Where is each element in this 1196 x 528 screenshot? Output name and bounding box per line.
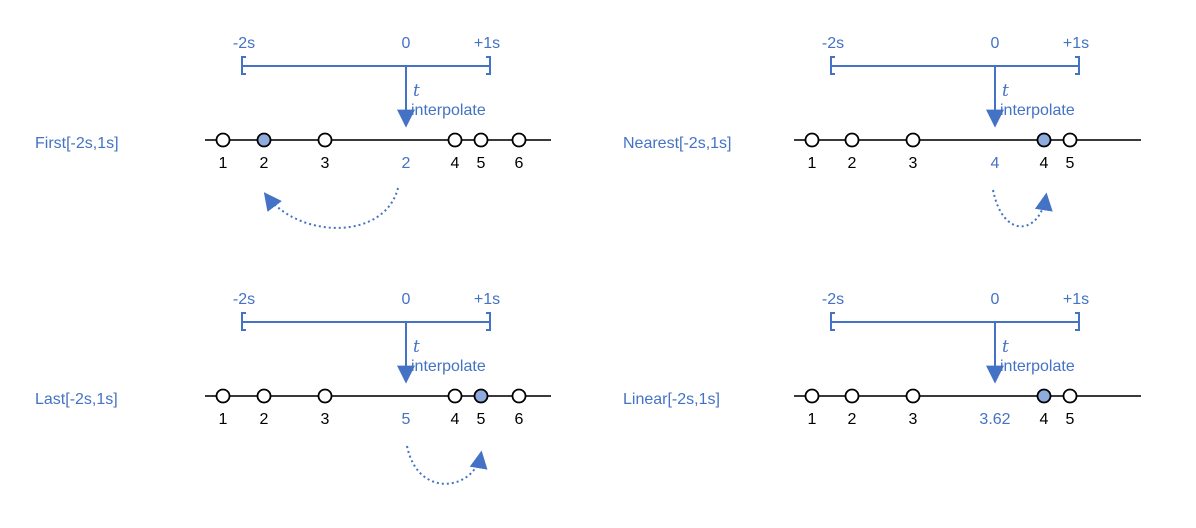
sample-label: 6 [515,411,524,428]
sample-label: 3 [321,155,330,172]
result-value: 2 [402,155,411,172]
selection-arc [406,445,488,485]
sample-label: 2 [260,411,269,428]
method-label: Nearest[-2s,1s] [623,135,731,152]
method-label: First[-2s,1s] [35,135,119,152]
selection-arc [263,187,399,229]
interpolate-label: interpolate [1000,102,1075,119]
sample-point [804,132,820,148]
sample-label: 6 [515,155,524,172]
sample-label: 1 [808,411,817,428]
window-end-label: +1s [474,35,500,52]
t-label: t [1002,81,1009,101]
sample-label: 4 [1040,155,1049,172]
window-bracket: -2s 0 +1s [822,291,1089,331]
t-label: t [1002,337,1009,357]
window-center-label: 0 [402,291,411,308]
window-start-label: -2s [822,291,844,308]
window-bracket: -2s 0 +1s [233,35,500,75]
sample-point [844,388,860,404]
window-center-label: 0 [402,35,411,52]
window-end-label: +1s [1063,291,1089,308]
window-bracket-line [241,56,491,75]
window-bracket-line [830,312,1080,331]
sample-point [1062,388,1078,404]
sample-label: 1 [219,411,228,428]
sample-label: 5 [477,411,486,428]
sample-point [215,388,231,404]
sample-label: 5 [1066,155,1075,172]
selection-arc-path [263,187,399,229]
sample-label: 2 [848,155,857,172]
sample-label: 1 [808,155,817,172]
method-label: Linear[-2s,1s] [623,391,720,408]
sample-label: 4 [451,411,460,428]
sample-label: 3 [909,411,918,428]
sample-point [804,388,820,404]
sample-label: 2 [260,155,269,172]
sample-point [905,388,921,404]
selection-arc-path [406,445,488,485]
result-value: 5 [402,411,411,428]
sample-point [447,132,463,148]
sample-point [511,132,527,148]
sample-label: 5 [477,155,486,172]
selected-sample-point [473,388,489,404]
sample-label: 3 [321,411,330,428]
sample-point [256,388,272,404]
result-value: 3.62 [979,411,1010,428]
window-start-label: -2s [233,35,255,52]
window-center-label: 0 [991,291,1000,308]
sample-point [317,388,333,404]
result-value: 4 [991,155,1000,172]
selected-sample-point [1036,132,1052,148]
window-center-label: 0 [991,35,1000,52]
window-bracket: -2s 0 +1s [233,291,500,331]
selected-sample-point [256,132,272,148]
sample-label: 2 [848,411,857,428]
sample-label: 4 [1040,411,1049,428]
sample-point [215,132,231,148]
window-end-label: +1s [1063,35,1089,52]
window-end-label: +1s [474,291,500,308]
t-label: t [413,81,420,101]
sample-point [447,388,463,404]
window-bracket-line [241,312,491,331]
sample-label: 3 [909,155,918,172]
window-bracket: -2s 0 +1s [822,35,1089,75]
window-start-label: -2s [822,35,844,52]
selection-arc-path [992,189,1053,228]
sample-label: 1 [219,155,228,172]
window-start-label: -2s [233,291,255,308]
sample-point [905,132,921,148]
sample-label: 5 [1066,411,1075,428]
t-label: t [413,337,420,357]
selection-arc [992,189,1053,228]
sample-point [317,132,333,148]
sample-point [844,132,860,148]
sample-point [1062,132,1078,148]
interpolate-label: interpolate [411,102,486,119]
selected-sample-point [1036,388,1052,404]
sample-point [511,388,527,404]
interpolate-label: interpolate [411,358,486,375]
sample-label: 4 [451,155,460,172]
method-label: Last[-2s,1s] [35,391,118,408]
window-bracket-line [830,56,1080,75]
sample-point [473,132,489,148]
interpolate-label: interpolate [1000,358,1075,375]
